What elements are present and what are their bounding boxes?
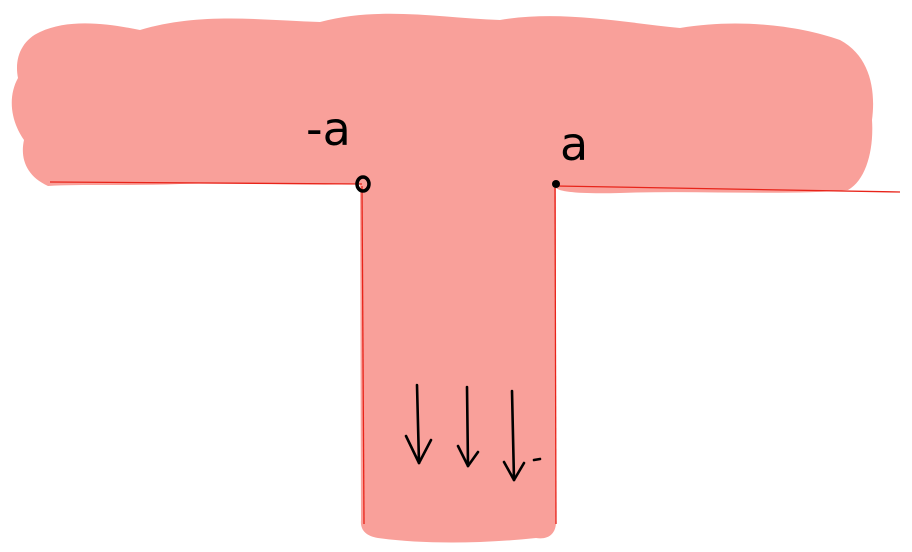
left-corner-point	[355, 175, 371, 193]
flow-arrow-down-icon	[502, 389, 542, 482]
flow-arrow-down-icon	[404, 383, 433, 465]
shaded-region	[11, 13, 874, 543]
right-channel-wall	[554, 187, 557, 525]
flow-arrows	[404, 383, 542, 482]
left-point-label: -a	[306, 102, 351, 156]
left-boundary-line	[49, 181, 363, 185]
channel-strip-fill	[360, 170, 556, 543]
flow-arrow-down-icon	[456, 385, 480, 468]
left-channel-wall	[361, 185, 365, 525]
boundary-lines	[49, 181, 901, 525]
point-labels: -a a	[306, 102, 588, 171]
corner-points	[355, 175, 560, 193]
right-boundary-line	[555, 185, 901, 193]
right-corner-point	[552, 180, 560, 188]
upper-half-plane-fill	[11, 13, 874, 194]
right-point-label: a	[560, 117, 588, 171]
